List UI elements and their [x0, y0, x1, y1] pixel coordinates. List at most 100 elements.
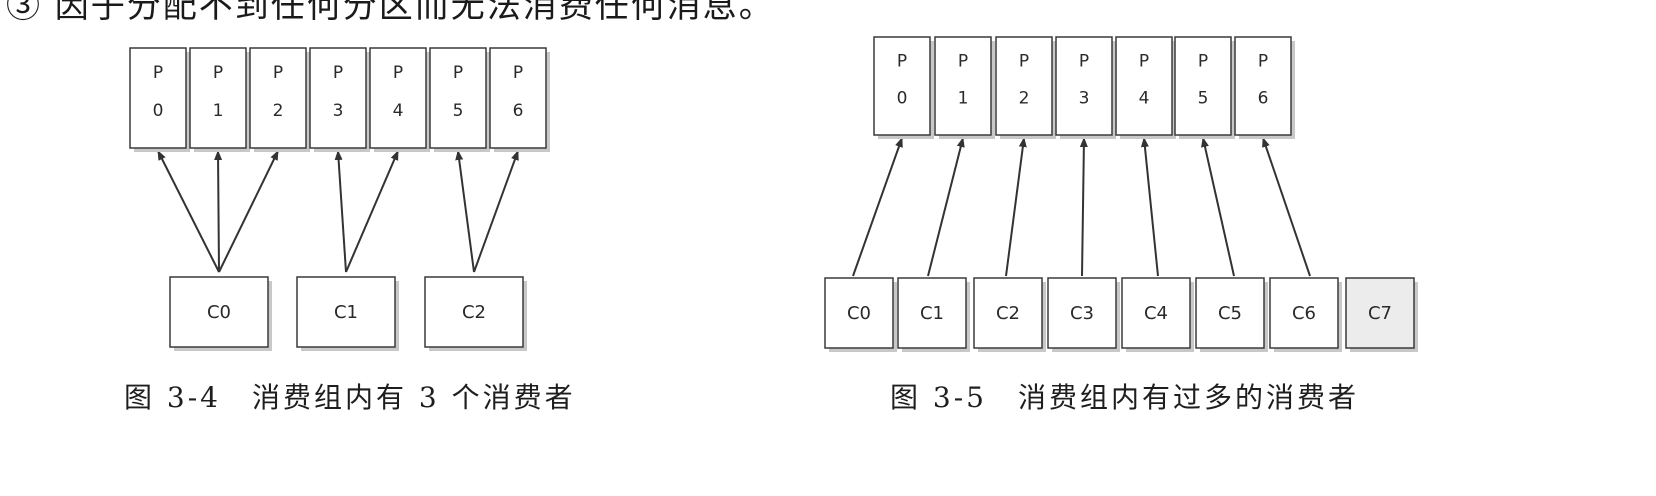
fig35-arrow-c6-p6 [1262, 137, 1311, 277]
consumer-box [1269, 277, 1339, 349]
partition-index: 5 [453, 101, 464, 121]
fig35-partition-p5: P5 [1174, 36, 1235, 139]
fig35-consumer-c3: C3 [1047, 277, 1120, 352]
partition-label: P [1019, 51, 1029, 71]
partition-box [249, 47, 307, 149]
consumer-label: C0 [207, 302, 231, 323]
fig34-consumer-c2: C2 [424, 276, 527, 351]
fig34-arrow-c1-p3 [334, 150, 347, 273]
fig35-consumer-c4: C4 [1121, 277, 1194, 352]
consumer-label: C1 [920, 303, 944, 324]
fig34-partition-p6: P6 [489, 47, 550, 152]
fig34-arrow-c2-p6 [473, 150, 519, 273]
fig35-partition-p1: P1 [934, 36, 995, 139]
partition-label: P [333, 63, 343, 83]
fig35-partition-p2: P2 [995, 36, 1056, 139]
consumer-box [897, 277, 967, 349]
fig35-arrow-c2-p2 [1005, 137, 1027, 277]
fig35-partition-p0: P0 [873, 36, 934, 139]
partition-box [369, 47, 427, 149]
partition-label: P [1258, 51, 1268, 71]
partition-label: P [1079, 51, 1089, 71]
partition-label: P [153, 63, 163, 83]
partition-index: 3 [333, 101, 344, 121]
fig34-partition-p4: P4 [369, 47, 430, 152]
consumer-box [1121, 277, 1191, 349]
partition-box [429, 47, 487, 149]
fig35-consumer-c7: C7 [1345, 277, 1418, 352]
figure-3-4-caption: 图 3-4 消费组内有 3 个消费者 [124, 381, 576, 414]
partition-label: P [393, 63, 403, 83]
consumer-box [973, 277, 1043, 349]
fig35-consumer-c6: C6 [1269, 277, 1342, 352]
fig34-arrow-c0-p1 [214, 150, 223, 273]
partition-index: 4 [1139, 89, 1150, 109]
partition-label: P [897, 51, 907, 71]
partition-index: 0 [153, 101, 164, 121]
partition-box [189, 47, 247, 149]
fig35-arrow-c0-p0 [852, 137, 903, 277]
partition-box [309, 47, 367, 149]
consumer-label: C7 [1368, 303, 1392, 324]
consumer-box [296, 276, 396, 348]
consumer-box [1195, 277, 1265, 349]
partition-label: P [513, 63, 523, 83]
partition-box [1174, 36, 1232, 136]
consumer-label: C3 [1070, 303, 1094, 324]
partition-label: P [213, 63, 223, 83]
partition-label: P [273, 63, 283, 83]
consumer-box [424, 276, 524, 348]
partition-index: 2 [273, 101, 284, 121]
fig34-arrow-c1-p4 [345, 150, 399, 273]
consumer-box [169, 276, 269, 348]
consumer-box [824, 277, 894, 349]
fig35-consumer-c5: C5 [1195, 277, 1268, 352]
fig34-partition-p1: P1 [189, 47, 250, 152]
fig35-partition-p3: P3 [1055, 36, 1116, 139]
fig35-arrow-c3-p3 [1079, 137, 1088, 277]
consumer-label: C2 [462, 302, 486, 323]
consumer-label: C1 [334, 302, 358, 323]
partition-box [129, 47, 187, 149]
figure-3-5-caption: 图 3-5 消费组内有过多的消费者 [890, 381, 1359, 414]
consumer-box [1047, 277, 1117, 349]
fig34-partition-p3: P3 [309, 47, 370, 152]
partition-box [873, 36, 931, 136]
fig34-partition-p5: P5 [429, 47, 490, 152]
partition-box [1055, 36, 1113, 136]
consumer-label: C6 [1292, 303, 1316, 324]
fig35-arrow-c5-p5 [1201, 137, 1235, 277]
partition-index: 0 [897, 89, 908, 109]
partition-index: 5 [1198, 89, 1209, 109]
partition-index: 1 [958, 89, 969, 109]
fig35-partition-p6: P6 [1234, 36, 1295, 139]
fig35-consumer-c0: C0 [824, 277, 897, 352]
partition-index: 1 [213, 101, 224, 121]
partition-label: P [1198, 51, 1208, 71]
partition-label: P [958, 51, 968, 71]
partition-box [995, 36, 1053, 136]
partition-box [1115, 36, 1173, 136]
partition-label: P [1139, 51, 1149, 71]
partition-index: 6 [513, 101, 524, 121]
consumer-label: C4 [1144, 303, 1168, 324]
fig35-arrow-c4-p4 [1140, 137, 1159, 277]
partition-box [934, 36, 992, 136]
partition-box [489, 47, 547, 149]
consumer-label: C2 [996, 303, 1020, 324]
partition-index: 3 [1079, 89, 1090, 109]
consumer-box [1345, 277, 1415, 349]
fig34-arrow-c0-p0 [157, 150, 220, 273]
partition-label: P [453, 63, 463, 83]
fig34-arrow-c2-p5 [455, 150, 475, 273]
fig34-partition-p0: P0 [129, 47, 190, 152]
fig35-consumer-c1: C1 [897, 277, 970, 352]
partition-index: 6 [1258, 89, 1269, 109]
partition-index: 2 [1019, 89, 1030, 109]
fig34-partition-p2: P2 [249, 47, 310, 152]
fig35-arrow-c1-p1 [927, 137, 965, 277]
fig34-arrow-c0-p2 [218, 150, 279, 273]
fig35-consumer-c2: C2 [973, 277, 1046, 352]
